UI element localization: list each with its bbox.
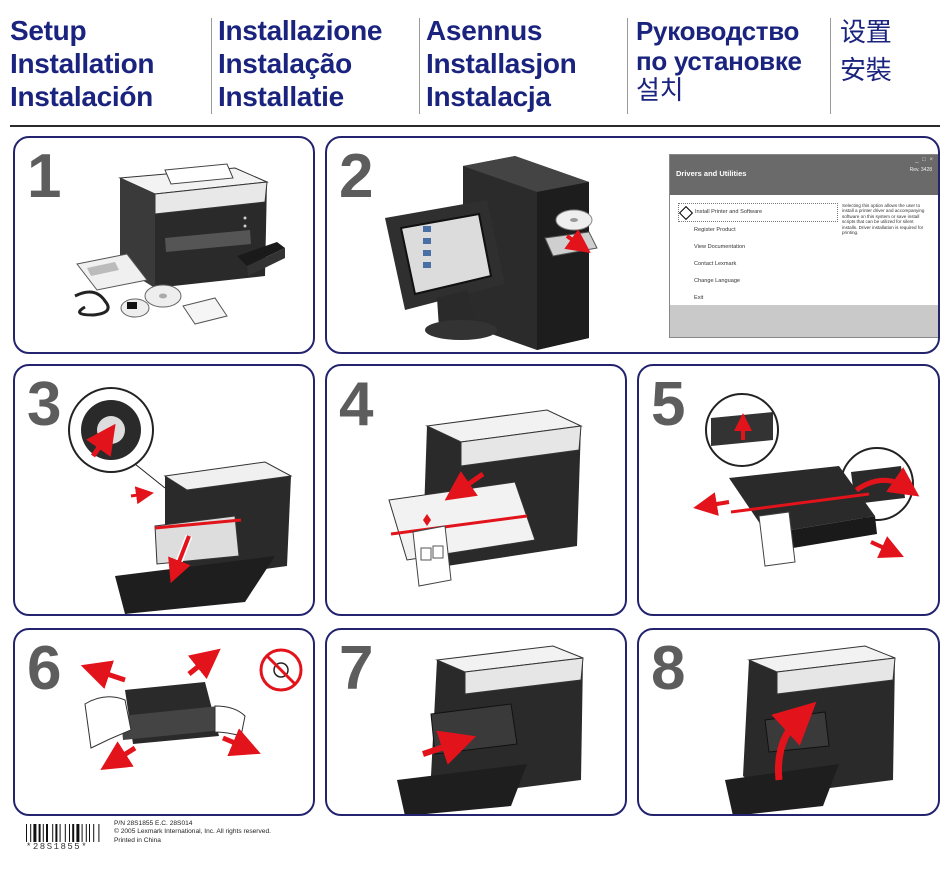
title-installasjon: Installasjon (426, 48, 577, 79)
barcode-bar (59, 824, 61, 842)
barcode-bar (52, 824, 54, 842)
installer-window: Drivers and Utilities _ □ × Rev. 3428 In… (669, 154, 938, 338)
barcode-bar (89, 824, 90, 842)
page-header: Setup Installation Instalación Installaz… (0, 0, 950, 125)
open-front-door-illustration (68, 387, 293, 614)
header-col-zh: 设置 安裝 (840, 14, 892, 90)
barcode-text: *28S1855* (26, 842, 89, 852)
menu-label: Contact Lexmark (694, 261, 737, 267)
installer-version: Rev. 3428 (909, 167, 932, 173)
menu-label: Install Printer and Software (695, 209, 763, 215)
barcode-bar (69, 824, 70, 842)
installer-content: Install Printer and Software Register Pr… (670, 195, 938, 305)
title-instalacja: Instalacja (426, 81, 551, 112)
close-door-illustration (725, 645, 896, 814)
step-7-panel: 7 (325, 628, 627, 816)
step-number: 8 (651, 634, 686, 703)
barcode-bar (76, 824, 80, 842)
step-number: 6 (27, 634, 62, 703)
barcode-bar (85, 824, 87, 842)
barcode-bar (98, 824, 100, 842)
printed-in: Printed in China (114, 836, 161, 844)
unpack-toner-illustration (388, 409, 583, 587)
printer-unboxing-illustration (74, 163, 285, 325)
barcode-bar (55, 824, 58, 842)
header-divider (627, 18, 628, 114)
header-col-fi-no-pl: Asennus Installasjon Instalacja (426, 14, 577, 113)
menu-change-language[interactable]: Change Language (678, 273, 838, 290)
shake-toner-illustration (80, 648, 303, 771)
title-installation: Installation (10, 48, 155, 79)
step-2-panel: 2 Drivers and Utilities _ □ × Rev. 3428 … (325, 136, 940, 354)
title-ru-1: Руководство (636, 16, 800, 46)
computer-cd-illustration (385, 156, 598, 350)
part-number: P/N 28S1855 E.C. 28S014 (114, 820, 193, 827)
step-6-panel: 6 (13, 628, 315, 816)
barcode-bar (64, 824, 66, 842)
title-ko: 설치 (636, 76, 684, 106)
step-number: 7 (339, 634, 374, 703)
barcode-bar (30, 824, 32, 842)
remove-packaging-illustration (693, 393, 920, 567)
barcode-bar (42, 824, 44, 842)
barcode-bar (33, 824, 37, 842)
menu-label: Register Product (694, 227, 736, 233)
menu-label: Exit (694, 295, 704, 301)
installer-menu: Install Printer and Software Register Pr… (678, 203, 838, 307)
copyright: © 2005 Lexmark International, Inc. All r… (114, 828, 271, 836)
title-zh-traditional: 安裝 (840, 56, 892, 86)
step-number: 5 (651, 370, 686, 439)
title-instalacion: Instalación (10, 81, 153, 112)
barcode-bar (81, 824, 83, 842)
step-5-panel: 5 (637, 364, 940, 616)
footer-fine-print: P/N 28S1855 E.C. 28S014 © 2005 Lexmark I… (114, 820, 271, 845)
installer-title: Drivers and Utilities (676, 169, 747, 178)
title-installazione: Installazione (218, 15, 383, 46)
header-col-en-fr-es: Setup Installation Instalación (10, 14, 155, 113)
title-asennus: Asennus (426, 15, 543, 46)
title-setup: Setup (10, 15, 87, 46)
barcode-bar (38, 824, 41, 842)
menu-install-printer[interactable]: Install Printer and Software (678, 203, 838, 222)
header-divider (211, 18, 212, 114)
title-zh-simplified: 设置 (840, 18, 892, 48)
header-rule (10, 125, 940, 127)
title-installatie: Installatie (218, 81, 344, 112)
step-number: 3 (27, 370, 62, 439)
barcode-bar (93, 824, 95, 842)
step-number: 4 (339, 370, 374, 439)
step-3-panel: 3 (13, 364, 315, 616)
step-4-panel: 4 (325, 364, 627, 616)
step-number: 2 (339, 142, 374, 211)
header-col-ru-ko: Руководство по установке 설치 (636, 16, 802, 106)
step-8-panel: 8 (637, 628, 940, 816)
step-number: 1 (27, 142, 62, 211)
menu-register-product[interactable]: Register Product (678, 222, 838, 239)
installer-footer (670, 305, 938, 337)
installer-titlebar: Drivers and Utilities _ □ × Rev. 3428 (670, 155, 938, 195)
menu-exit[interactable]: Exit (678, 290, 838, 307)
barcode-bar (26, 824, 27, 842)
insert-toner-illustration (397, 645, 584, 814)
barcode-image (26, 824, 100, 842)
diamond-icon (678, 205, 694, 221)
option-description: Selecting this option allows the user to… (842, 203, 925, 236)
menu-view-documentation[interactable]: View Documentation (678, 239, 838, 256)
menu-label: Change Language (694, 278, 741, 284)
step-1-panel: 1 (13, 136, 315, 354)
header-divider (830, 18, 831, 114)
title-instalacao: Instalação (218, 48, 352, 79)
document-footer: *28S1855* P/N 28S1855 E.C. 28S014 © 2005… (26, 820, 326, 860)
window-buttons[interactable]: _ □ × (915, 157, 934, 163)
barcode-bar (46, 824, 48, 842)
barcode-bar (72, 824, 75, 842)
header-col-it-pt-nl: Installazione Instalação Installatie (218, 14, 382, 113)
header-divider (419, 18, 420, 114)
menu-contact-lexmark[interactable]: Contact Lexmark (678, 256, 838, 273)
menu-label: View Documentation (694, 244, 746, 250)
title-ru-2: по установке (636, 46, 802, 76)
